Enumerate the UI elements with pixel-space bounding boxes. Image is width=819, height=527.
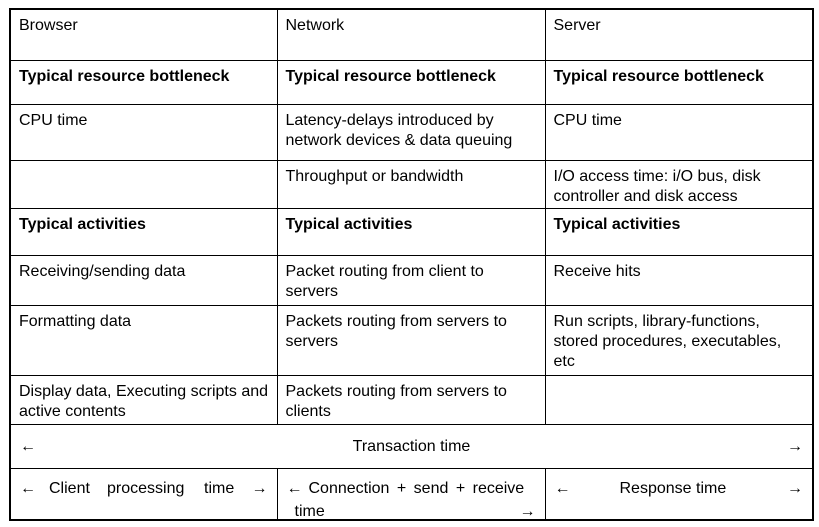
right-arrow-icon: → [787, 479, 803, 497]
table-cell: Packets routing from servers to servers [276, 304, 546, 376]
header-row: Browser Network Server [9, 8, 814, 61]
activities-label-network: Typical activities [276, 207, 546, 256]
transaction-time-row: ← Transaction time → [9, 423, 814, 469]
response-time-cell: ← Response time → [544, 467, 814, 521]
connection-label: Connection + send + receive [308, 479, 525, 497]
bottleneck-label-network: Typical resource bottleneck [276, 59, 546, 105]
transaction-time-cell: ← Transaction time → [9, 423, 814, 469]
left-arrow-icon: ← [20, 479, 36, 497]
client-processing-time-cell: ← Client processing time → [9, 467, 278, 521]
table-cell: CPU time [9, 103, 278, 161]
table-cell: Packet routing from client to servers [276, 254, 546, 306]
processing-word: processing [107, 479, 185, 497]
response-time-label: Response time [619, 479, 727, 497]
table-cell: Display data, Executing scripts and acti… [9, 374, 278, 425]
header-server: Server [544, 8, 814, 61]
activities-label-browser: Typical activities [9, 207, 278, 256]
right-arrow-icon: → [787, 437, 803, 455]
activity-row: Formatting data Packets routing from ser… [9, 304, 814, 376]
right-arrow-icon: → [519, 502, 536, 520]
bottleneck-row: Throughput or bandwidth I/O access time:… [9, 159, 814, 209]
table-cell [9, 159, 278, 209]
transaction-time-label: Transaction time [352, 437, 471, 455]
table-cell [544, 374, 814, 425]
header-network: Network [276, 8, 546, 61]
table-cell: Receive hits [544, 254, 814, 306]
table-cell: I/O access time: i/O bus, disk controlle… [544, 159, 814, 209]
header-browser: Browser [9, 8, 278, 61]
bottleneck-row: CPU time Latency-delays introduced by ne… [9, 103, 814, 161]
left-arrow-icon: ← [20, 437, 36, 455]
activity-row: Display data, Executing scripts and acti… [9, 374, 814, 425]
connection-time-word: time [294, 502, 325, 520]
left-arrow-icon: ← [286, 479, 303, 497]
table-cell: Formatting data [9, 304, 278, 376]
client-word: Client [49, 479, 90, 497]
left-arrow-icon: ← [554, 479, 571, 497]
client-network-server-table: Browser Network Server Typical resource … [9, 8, 814, 521]
activities-label-server: Typical activities [544, 207, 814, 256]
table-cell: Throughput or bandwidth [276, 159, 546, 209]
table-cell: Packets routing from servers to clients [276, 374, 546, 425]
connection-time-cell: ← Connection + send + receive time → [276, 467, 546, 521]
time-segments-row: ← Client processing time → ← Connection … [9, 467, 814, 521]
bottleneck-label-server: Typical resource bottleneck [544, 59, 814, 105]
right-arrow-icon: → [251, 479, 268, 497]
bottleneck-label-browser: Typical resource bottleneck [9, 59, 278, 105]
table-cell: Run scripts, library-functions, stored p… [544, 304, 814, 376]
table-cell: Receiving/sending data [9, 254, 278, 306]
time-word: time [204, 479, 235, 497]
activity-row: Receiving/sending data Packet routing fr… [9, 254, 814, 306]
activities-label-row: Typical activities Typical activities Ty… [9, 207, 814, 256]
bottleneck-label-row: Typical resource bottleneck Typical reso… [9, 59, 814, 105]
table-cell: CPU time [544, 103, 814, 161]
table-cell: Latency-delays introduced by network dev… [276, 103, 546, 161]
